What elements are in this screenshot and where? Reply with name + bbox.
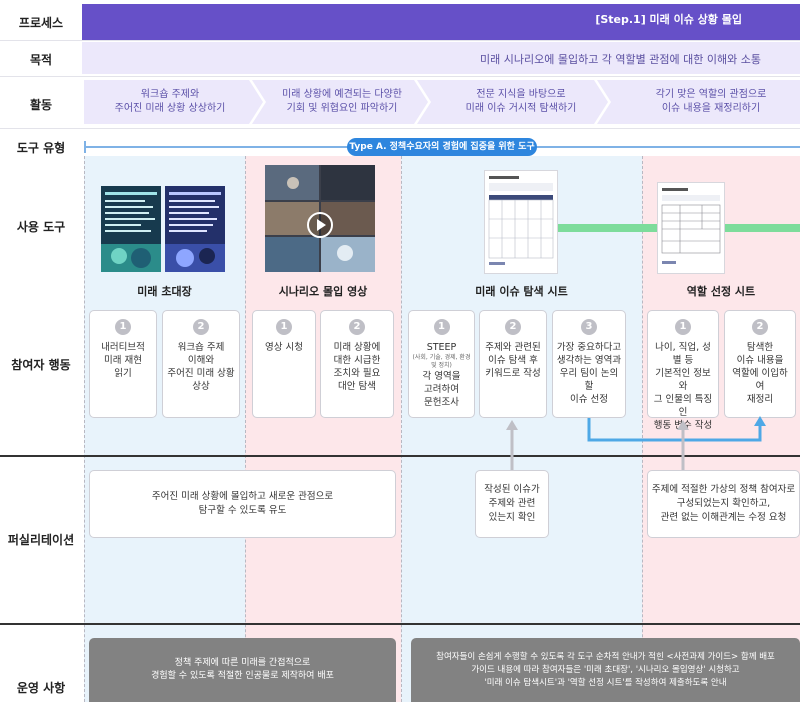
purpose-bar [82, 42, 800, 74]
purpose-text: 미래 시나리오에 몰입하고 각 역할별 관점에 대한 이해와 소통 [480, 53, 761, 66]
role-sheet-thumbnail [657, 182, 725, 274]
divider [401, 156, 402, 702]
operation-box: 참여자들이 손쉽게 수행할 수 있도록 각 도구 순차적 안내가 적힌 <사전과… [411, 638, 800, 702]
process-title: [Step.1] 미래 이슈 상황 몰입 [595, 13, 742, 26]
divider [245, 156, 246, 702]
row-label-activity: 활동 [29, 98, 53, 112]
row-label-operation: 운영 사항 [16, 681, 66, 695]
participant-card: 1 영상 시청 [252, 310, 316, 418]
process-bar [82, 4, 800, 40]
section-divider [0, 623, 800, 625]
invitation-thumbnail [165, 186, 225, 272]
tool-name-invitation: 미래 초대장 [137, 285, 192, 298]
divider [642, 156, 643, 702]
row-divider [0, 76, 800, 77]
divider [84, 156, 85, 702]
tool-name-role-sheet: 역할 선정 시트 [686, 285, 756, 298]
issue-sheet-thumbnail [484, 170, 558, 274]
row-label-tools: 사용 도구 [16, 220, 66, 234]
row-label-participant: 참여자 행동 [11, 358, 71, 372]
tool-type-pill: Type A. 정책수요자의 경험에 집중을 위한 도구 [347, 138, 537, 156]
section-divider [0, 455, 800, 457]
activity-chevrons [84, 80, 800, 124]
row-label-process: 프로세스 [18, 16, 64, 30]
scenario-video-thumbnail[interactable] [265, 165, 375, 272]
row-divider [0, 128, 800, 129]
tool-name-issue-sheet: 미래 이슈 탐색 시트 [475, 285, 568, 298]
row-divider [0, 40, 800, 41]
tool-name-scenario-video: 시나리오 몰입 영상 [278, 285, 368, 298]
play-icon[interactable] [307, 212, 333, 238]
invitation-thumbnail [101, 186, 161, 272]
tool-type-line-cap [84, 141, 86, 153]
row-label-tool-type: 도구 유형 [16, 141, 66, 155]
row-label-facilitation: 퍼실리테이션 [7, 533, 75, 547]
row-label-purpose: 목적 [29, 53, 53, 67]
